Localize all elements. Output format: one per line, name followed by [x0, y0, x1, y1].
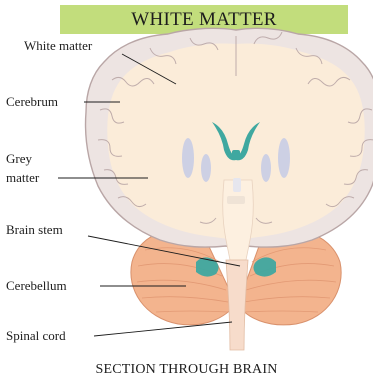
label-brain-stem: Brain stem [6, 222, 63, 238]
label-cerebellum: Cerebellum [6, 278, 67, 294]
brain-stem-shape [223, 178, 254, 260]
label-white-matter: White matter [24, 38, 92, 54]
label-grey-matter-line1: Grey [6, 151, 32, 167]
label-grey-matter-line2: matter [6, 170, 39, 186]
label-spinal-cord: Spinal cord [6, 328, 66, 344]
diagram-caption: SECTION THROUGH BRAIN [0, 362, 373, 378]
spinal-cord-shape [226, 260, 248, 350]
label-cerebrum: Cerebrum [6, 94, 58, 110]
